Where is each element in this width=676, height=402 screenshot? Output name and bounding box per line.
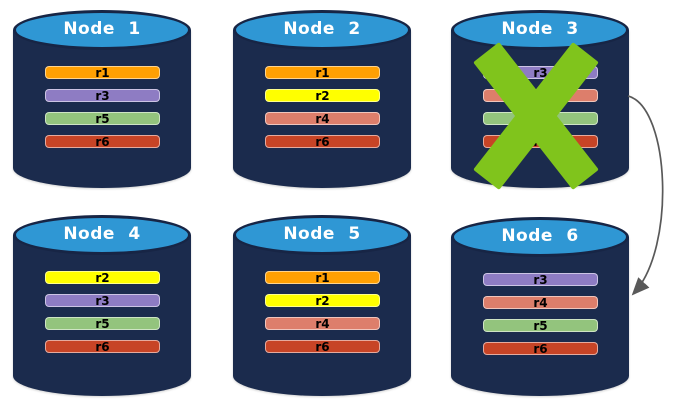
replica-label: r4: [315, 316, 330, 331]
replica-label: r6: [533, 341, 548, 356]
replica-label: r4: [315, 111, 330, 126]
replica-label: r5: [95, 111, 110, 126]
replica-label: r6: [95, 134, 110, 149]
cylinder-body: [13, 235, 191, 396]
replica-label: r5: [95, 316, 110, 331]
cylinder-body: [451, 237, 629, 396]
cylinder-top-ellipse: Node 3: [451, 10, 629, 50]
node-title: Node 6: [501, 226, 579, 246]
cylinder-body: [13, 30, 191, 188]
replica-label: r3: [95, 293, 110, 308]
cylinder-body: [233, 235, 411, 396]
replica-label: r2: [95, 270, 110, 285]
replica-label: r2: [315, 88, 330, 103]
node-title: Node 5: [283, 224, 361, 244]
replica-label: r6: [315, 134, 330, 149]
replica-bar-r6: r6: [45, 135, 160, 148]
replica-bar-r3: r3: [45, 89, 160, 102]
cylinder-top-ellipse: Node 5: [233, 215, 411, 255]
cylinder-top-ellipse: Node 1: [13, 10, 191, 50]
replica-bar-r5: r5: [45, 112, 160, 125]
replica-label: r4: [533, 295, 548, 310]
replica-bar-r5: r5: [45, 317, 160, 330]
replica-bar-r6: r6: [265, 340, 380, 353]
replica-bar-r2: r2: [45, 271, 160, 284]
replica-label: r6: [95, 339, 110, 354]
replica-bars: r1 r3 r5 r6: [45, 66, 160, 158]
node-title: Node 2: [283, 19, 361, 39]
replica-bar-r2: r2: [265, 89, 380, 102]
node-title: Node 3: [501, 19, 579, 39]
db-node-cylinder-4: Node 4 r2 r3 r5 r6: [13, 215, 191, 396]
replica-label: r3: [533, 65, 548, 80]
failure-x-mark: [473, 42, 599, 190]
replica-bar-r1: r1: [265, 271, 380, 284]
node-title: Node 1: [63, 19, 141, 39]
db-node-cylinder-1: Node 1 r1 r3 r5 r6: [13, 10, 191, 188]
replica-label: r5: [533, 318, 548, 333]
replica-bar-r3: r3: [45, 294, 160, 307]
replica-bar-r6: r6: [45, 340, 160, 353]
db-node-cylinder-3: Node 3r3r4r5r6: [451, 10, 629, 190]
replica-label: r3: [95, 88, 110, 103]
replica-bars: r1 r2 r4 r6: [265, 66, 380, 158]
replica-bar-r2: r2: [265, 294, 380, 307]
replica-bar-r1: r1: [45, 66, 160, 79]
replica-label: r3: [533, 272, 548, 287]
db-node-cylinder-6: Node 6 r3 r4 r5 r6: [451, 217, 629, 396]
node-title: Node 4: [63, 224, 141, 244]
cylinder-top-ellipse: Node 6: [451, 217, 629, 257]
db-node-cylinder-2: Node 2 r1 r2 r4 r6: [233, 10, 411, 188]
replica-bar-r4: r4: [483, 296, 598, 309]
replica-bar-r1: r1: [265, 66, 380, 79]
replica-bars: r3 r4 r5 r6: [483, 273, 598, 365]
replica-bars: r1 r2 r4 r6: [265, 271, 380, 363]
replica-bar-r6: r6: [483, 342, 598, 355]
replica-bar-r4: r4: [265, 317, 380, 330]
replica-bar-r3: r3: [483, 273, 598, 286]
cylinder-top-ellipse: Node 2: [233, 10, 411, 50]
cylinder-body: [233, 30, 411, 188]
replica-label: r6: [315, 339, 330, 354]
replica-label: r1: [315, 65, 330, 80]
replica-label: r1: [95, 65, 110, 80]
cylinder-top-ellipse: Node 4: [13, 215, 191, 255]
replica-label: r1: [315, 270, 330, 285]
db-node-cylinder-5: Node 5 r1 r2 r4 r6: [233, 215, 411, 396]
replica-label: r2: [315, 293, 330, 308]
replica-bars: r2 r3 r5 r6: [45, 271, 160, 363]
replica-bar-r6: r6: [265, 135, 380, 148]
replica-bar-r5: r5: [483, 319, 598, 332]
replica-bar-r4: r4: [265, 112, 380, 125]
